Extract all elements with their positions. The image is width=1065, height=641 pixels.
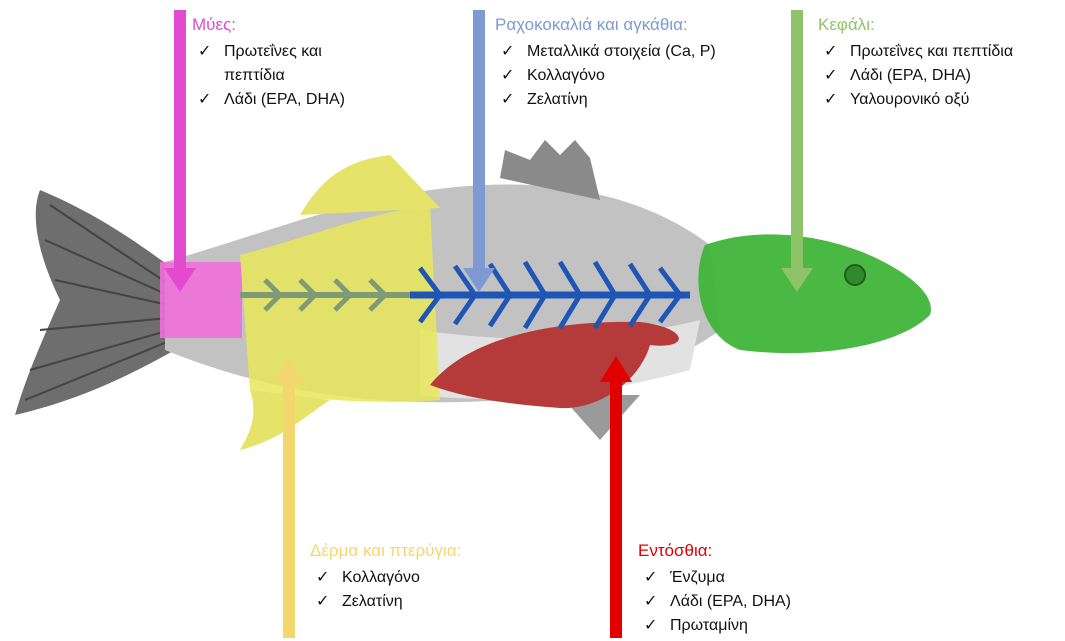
check-icon: ✓	[316, 590, 329, 614]
viscera-list: ✓ Ένζυμα ✓ Λάδι (EPA, DHA) ✓ Πρωταμίνη	[638, 566, 791, 638]
item-text: Λάδι (EPA, DHA)	[850, 67, 971, 84]
fish-tail	[15, 190, 175, 415]
item-text: Ζελατίνη	[527, 91, 588, 108]
item-text: Ένζυμα	[670, 569, 725, 586]
list-item: ✓ Λάδι (EPA, DHA)	[192, 88, 354, 112]
item-text: Μεταλλικά στοιχεία (Ca, P)	[527, 43, 716, 60]
muscle-label: Μύες: ✓ Πρωτεΐνες και πεπτίδια ✓ Λάδι (EPA…	[192, 14, 354, 112]
check-icon: ✓	[501, 88, 514, 112]
item-text: Κολλαγόνο	[342, 569, 420, 586]
check-icon: ✓	[644, 590, 657, 614]
item-text: Λάδι (EPA, DHA)	[224, 91, 345, 108]
item-text: Κολλαγόνο	[527, 67, 605, 84]
item-text: Λάδι (EPA, DHA)	[670, 593, 791, 610]
list-item: ✓ Πρωτεΐνες και πεπτίδια	[192, 40, 354, 88]
list-item: ✓ Μεταλλικά στοιχεία (Ca, P)	[495, 40, 716, 64]
check-icon: ✓	[644, 566, 657, 590]
muscle-title: Μύες:	[192, 14, 354, 36]
list-item: ✓ Πρωτεΐνες και πεπτίδια	[818, 40, 1013, 64]
item-text: Ζελατίνη	[342, 593, 403, 610]
list-item: ✓ Λάδι (EPA, DHA)	[818, 64, 1013, 88]
item-text: Πρωτεΐνες και πεπτίδια	[850, 43, 1013, 60]
list-item: ✓ Υαλουρονικό οξύ	[818, 88, 1013, 112]
check-icon: ✓	[824, 64, 837, 88]
viscera-label: Εντόσθια: ✓ Ένζυμα ✓ Λάδι (EPA, DHA) ✓ Πρωτ…	[638, 540, 791, 638]
item-text: Πρωτεΐνες και πεπτίδια	[224, 40, 354, 88]
spine-title: Ραχοκοκαλιά και αγκάθια:	[495, 14, 716, 36]
skin-list: ✓ Κολλαγόνο ✓ Ζελατίνη	[310, 566, 461, 614]
head-label: Κεφάλι: ✓ Πρωτεΐνες και πεπτίδια ✓ Λάδι (E…	[818, 14, 1013, 112]
dorsal-fin-soft	[300, 155, 440, 215]
skin-label: Δέρμα και πτερύγια: ✓ Κολλαγόνο ✓ Ζελατίνη	[310, 540, 461, 614]
check-icon: ✓	[644, 614, 657, 638]
head-region	[698, 234, 931, 353]
check-icon: ✓	[316, 566, 329, 590]
check-icon: ✓	[198, 40, 211, 64]
list-item: ✓ Κολλαγόνο	[495, 64, 716, 88]
list-item: ✓ Ζελατίνη	[310, 590, 461, 614]
fish-eye	[845, 265, 865, 285]
item-text: Υαλουρονικό οξύ	[850, 91, 969, 108]
check-icon: ✓	[824, 40, 837, 64]
spine-list: ✓ Μεταλλικά στοιχεία (Ca, P) ✓ Κολλαγόνο ✓…	[495, 40, 716, 112]
list-item: ✓ Ένζυμα	[638, 566, 791, 590]
check-icon: ✓	[824, 88, 837, 112]
list-item: ✓ Πρωταμίνη	[638, 614, 791, 638]
skin-title: Δέρμα και πτερύγια:	[310, 540, 461, 562]
list-item: ✓ Λάδι (EPA, DHA)	[638, 590, 791, 614]
viscera-title: Εντόσθια:	[638, 540, 791, 562]
check-icon: ✓	[501, 64, 514, 88]
head-title: Κεφάλι:	[818, 14, 1013, 36]
item-text: Πρωταμίνη	[670, 617, 748, 634]
list-item: ✓ Ζελατίνη	[495, 88, 716, 112]
muscle-list: ✓ Πρωτεΐνες και πεπτίδια ✓ Λάδι (EPA, DHA)	[192, 40, 354, 112]
head-list: ✓ Πρωτεΐνες και πεπτίδια ✓ Λάδι (EPA, DHA)…	[818, 40, 1013, 112]
check-icon: ✓	[501, 40, 514, 64]
check-icon: ✓	[198, 88, 211, 112]
spine-label: Ραχοκοκαλιά και αγκάθια: ✓ Μεταλλικά στοι…	[495, 14, 716, 112]
list-item: ✓ Κολλαγόνο	[310, 566, 461, 590]
